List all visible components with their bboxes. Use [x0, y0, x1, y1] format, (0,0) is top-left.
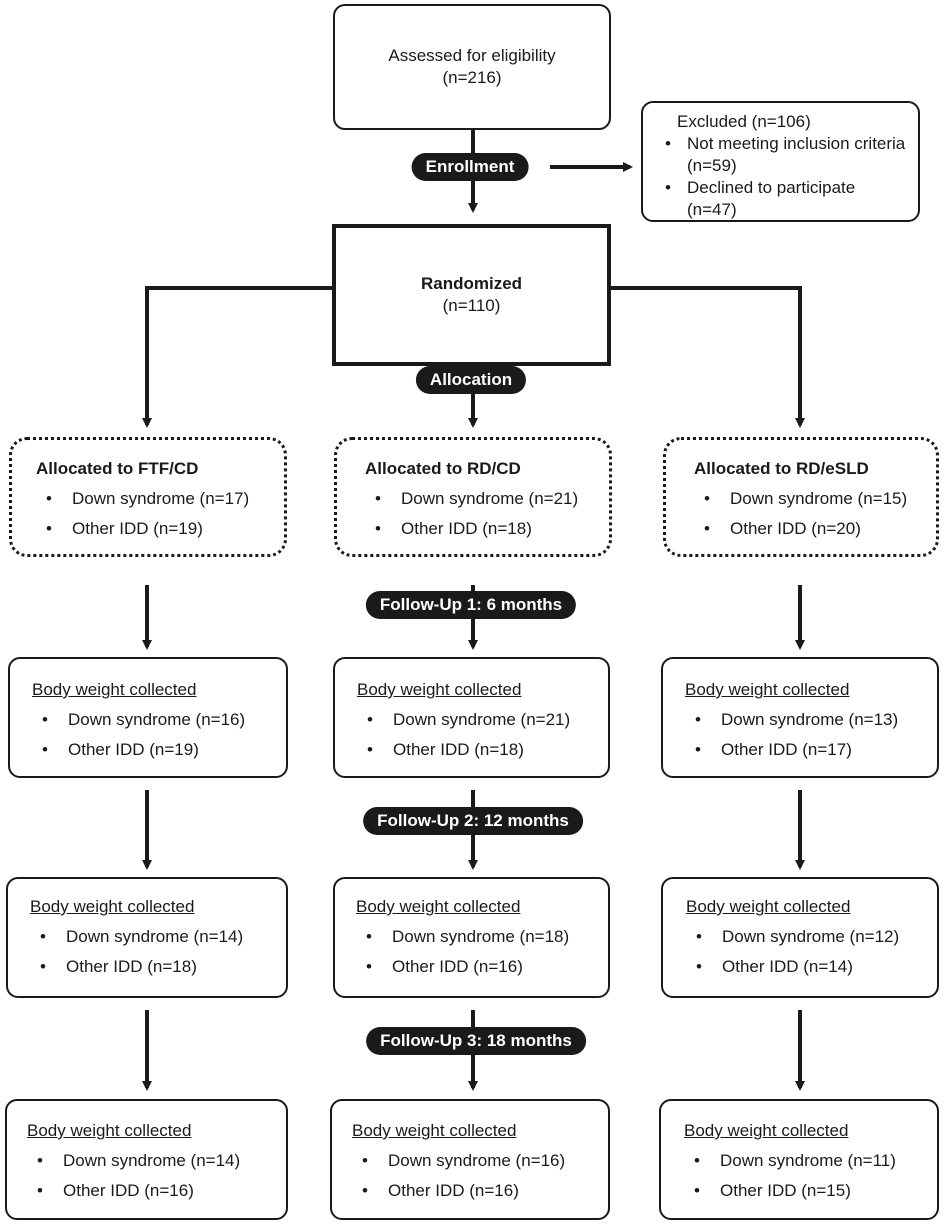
- followup1-box-arm-1: Body weight collected Down syndrome (n=1…: [8, 657, 288, 778]
- randomized-label: Randomized: [420, 274, 523, 293]
- assessed-label: Assessed for eligibility: [388, 46, 556, 65]
- followup-item: Down syndrome (n=16): [352, 1150, 608, 1172]
- allocated-title: Allocated to RD/CD: [365, 459, 521, 478]
- followup-item: Down syndrome (n=14): [30, 926, 286, 948]
- allocated-item: Other IDD (n=20): [694, 518, 936, 540]
- stage-followup-2: Follow-Up 2: 12 months: [363, 807, 583, 835]
- followup-item: Other IDD (n=14): [686, 956, 937, 978]
- followup-title: Body weight collected: [352, 1121, 517, 1140]
- followup-item: Down syndrome (n=16): [32, 709, 286, 731]
- followup-item: Other IDD (n=18): [30, 956, 286, 978]
- followup2-box-arm-2: Body weight collected Down syndrome (n=1…: [333, 877, 610, 998]
- followup-item: Down syndrome (n=18): [356, 926, 608, 948]
- followup-item: Down syndrome (n=11): [684, 1150, 937, 1172]
- followup3-box-arm-3: Body weight collected Down syndrome (n=1…: [659, 1099, 939, 1220]
- allocated-box-arm-2: Allocated to RD/CD Down syndrome (n=21) …: [334, 437, 612, 557]
- allocated-box-arm-1: Allocated to FTF/CD Down syndrome (n=17)…: [9, 437, 287, 557]
- assessed-count: (n=216): [442, 68, 502, 87]
- excluded-item: Declined to participate (n=47): [653, 177, 908, 221]
- followup-title: Body weight collected: [356, 897, 521, 916]
- followup2-box-arm-3: Body weight collected Down syndrome (n=1…: [661, 877, 939, 998]
- arrow-randomized-to-arm1: [142, 286, 332, 428]
- followup2-box-arm-1: Body weight collected Down syndrome (n=1…: [6, 877, 288, 998]
- allocated-title: Allocated to FTF/CD: [36, 459, 199, 478]
- followup-item: Down syndrome (n=21): [357, 709, 608, 731]
- allocated-item: Down syndrome (n=17): [36, 488, 284, 510]
- allocated-title: Allocated to RD/eSLD: [694, 459, 869, 478]
- excluded-item: Not meeting inclusion criteria (n=59): [653, 133, 908, 177]
- allocated-item: Down syndrome (n=15): [694, 488, 936, 510]
- assessed-box: Assessed for eligibility (n=216): [333, 4, 611, 130]
- allocated-item: Other IDD (n=18): [365, 518, 609, 540]
- stage-followup-1: Follow-Up 1: 6 months: [365, 591, 577, 619]
- stage-enrollment: Enrollment: [411, 153, 529, 181]
- followup3-box-arm-1: Body weight collected Down syndrome (n=1…: [5, 1099, 288, 1220]
- followup-title: Body weight collected: [32, 680, 197, 699]
- arrow-randomized-to-arm3: [610, 286, 805, 428]
- followup-title: Body weight collected: [685, 680, 850, 699]
- excluded-title: Excluded (n=106): [677, 112, 811, 131]
- followup-item: Other IDD (n=16): [27, 1180, 286, 1202]
- allocated-item: Other IDD (n=19): [36, 518, 284, 540]
- followup-title: Body weight collected: [27, 1121, 192, 1140]
- followup-item: Other IDD (n=19): [32, 739, 286, 761]
- allocated-item: Down syndrome (n=21): [365, 488, 609, 510]
- randomized-count: (n=110): [442, 296, 501, 315]
- followup-title: Body weight collected: [357, 680, 522, 699]
- followup-item: Other IDD (n=18): [357, 739, 608, 761]
- followup-item: Down syndrome (n=12): [686, 926, 937, 948]
- followup-item: Other IDD (n=16): [352, 1180, 608, 1202]
- followup-title: Body weight collected: [684, 1121, 849, 1140]
- followup-item: Down syndrome (n=14): [27, 1150, 286, 1172]
- randomized-box: Randomized (n=110): [332, 224, 611, 366]
- followup1-box-arm-3: Body weight collected Down syndrome (n=1…: [661, 657, 939, 778]
- stage-allocation: Allocation: [415, 366, 527, 394]
- allocated-box-arm-3: Allocated to RD/eSLD Down syndrome (n=15…: [663, 437, 939, 557]
- followup-item: Other IDD (n=17): [685, 739, 937, 761]
- followup3-box-arm-2: Body weight collected Down syndrome (n=1…: [330, 1099, 610, 1220]
- followup1-box-arm-2: Body weight collected Down syndrome (n=2…: [333, 657, 610, 778]
- followup-title: Body weight collected: [30, 897, 195, 916]
- excluded-box: Excluded (n=106) Not meeting inclusion c…: [641, 101, 920, 222]
- followup-item: Other IDD (n=16): [356, 956, 608, 978]
- followup-item: Other IDD (n=15): [684, 1180, 937, 1202]
- followup-item: Down syndrome (n=13): [685, 709, 937, 731]
- followup-title: Body weight collected: [686, 897, 851, 916]
- stage-followup-3: Follow-Up 3: 18 months: [366, 1027, 586, 1055]
